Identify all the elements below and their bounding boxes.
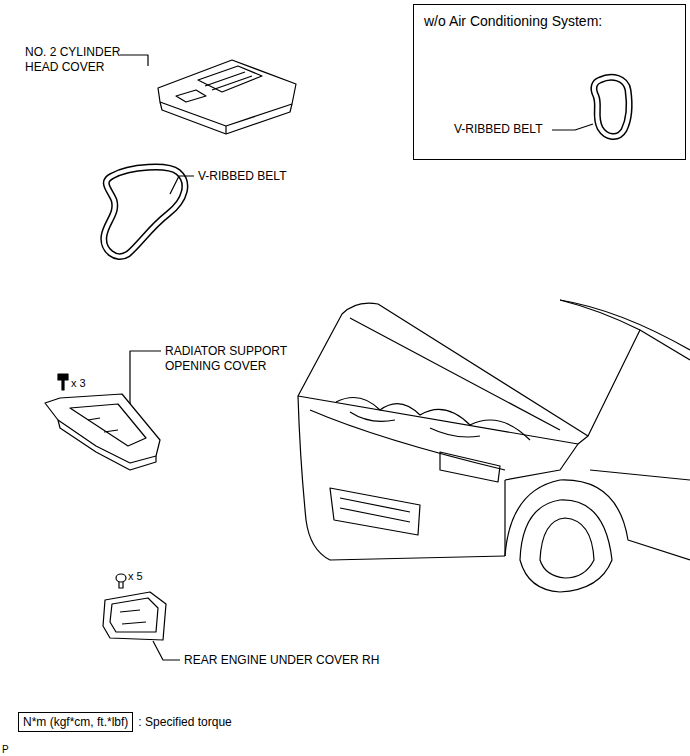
box-text: : Specified torque: [138, 714, 231, 730]
torque-legend: N*m (kgf*cm, ft.*lbf) : Specified torque: [18, 712, 232, 732]
part-label: x 5: [128, 569, 143, 584]
bolt-symbol: [58, 374, 68, 390]
cylinder-head-cover: [158, 60, 296, 134]
clip-symbol: [116, 574, 126, 588]
vehicle-illustration: [298, 300, 690, 592]
radiator-support-cover: [45, 394, 160, 470]
part-label: NO. 2 CYLINDER HEAD COVER: [25, 45, 137, 75]
part-label: x 3: [71, 376, 86, 391]
variant-box: w/o Air Conditioning System: V-RIBBED BEL…: [413, 4, 686, 160]
v-ribbed-belt: [594, 77, 629, 136]
box-heading: w/o Air Conditioning System:: [414, 5, 685, 37]
part-label: P: [2, 742, 9, 756]
part-label: RADIATOR SUPPORT OPENING COVER: [165, 344, 305, 374]
leader-line: [120, 55, 593, 660]
under-cover: [103, 592, 166, 640]
part-label: REAR ENGINE UNDER COVER RH: [184, 653, 379, 668]
v-ribbed-belt: [104, 167, 185, 257]
box-heading: N*m (kgf*cm, ft.*lbf): [18, 712, 133, 732]
box-text: V-RIBBED BELT: [454, 121, 542, 137]
part-label: V-RIBBED BELT: [198, 169, 286, 184]
